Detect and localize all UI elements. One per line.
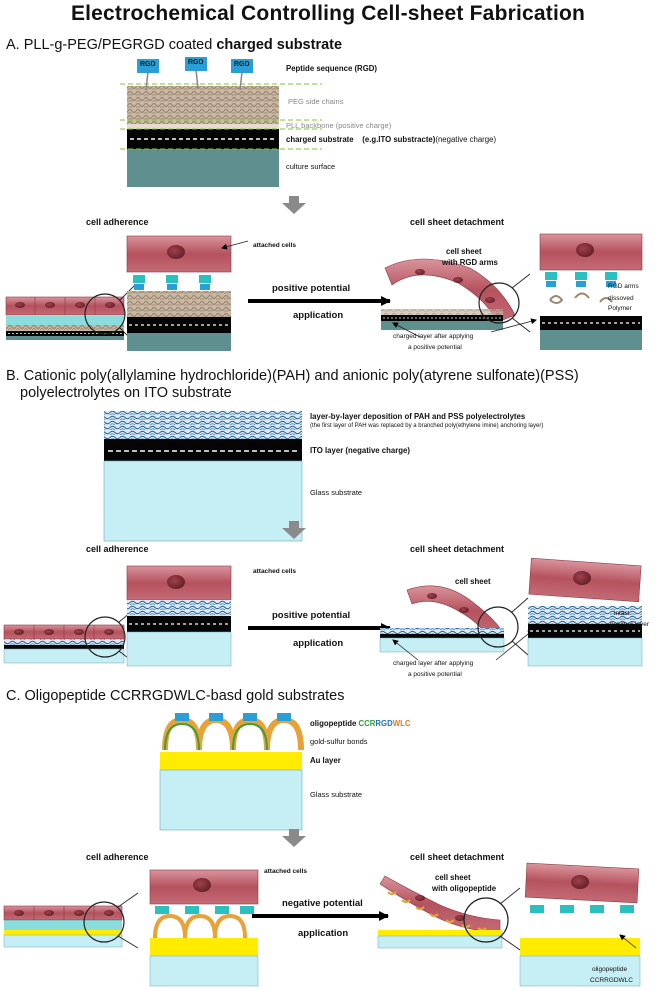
page-title: Electrochemical Controlling Cell-sheet F…	[70, 2, 586, 25]
b-cell-sheet-detachment-heading: cell sheet detachment	[410, 544, 505, 554]
c-cell-adherence-heading: cell adherence	[86, 852, 149, 862]
a-detachment-zoom	[539, 233, 643, 350]
a-cell-sheet-detachment-heading: cell sheet detachment	[410, 217, 505, 227]
pll-backbone-layer	[127, 124, 279, 129]
oligo-rgd: RGD	[375, 719, 393, 728]
a-adherence-zoom	[126, 235, 249, 351]
a-cell-adherence-heading: cell adherence	[86, 217, 149, 227]
b-intact-label-1: intact	[614, 610, 630, 617]
c-detachment-strip	[377, 875, 521, 951]
c-arrow-label-top: negative potential	[282, 898, 363, 909]
rgd-peptides	[137, 57, 253, 91]
a-detachment-strip	[381, 258, 537, 338]
b-intact-label-2: polymer layer	[610, 621, 650, 628]
b-arrow-label-bottom: application	[293, 638, 344, 649]
label-charged-substrate-main: charged substrate	[286, 135, 354, 144]
c-adherence-strip	[3, 892, 139, 949]
label-charged-substrate: charged substrate (e.g.ITO substracte)(n…	[286, 135, 496, 144]
section-a-heading-bold: charged substrate	[216, 37, 343, 53]
label-pll-backbone: PLL backbone (positive charge)	[286, 121, 392, 130]
c-oligopeptide-label-1: oligopeptide	[592, 966, 628, 973]
oligo-prefix: oligopeptide	[310, 719, 359, 728]
section-b-heading-line-1: B. Cationic poly(allylamine hydrochlorid…	[6, 368, 579, 384]
c-adherence-zoom	[149, 869, 259, 987]
down-arrow-a	[282, 196, 306, 214]
c-cell-sheet-label-1: cell sheet	[435, 873, 471, 882]
section-c-heading: C. Oligopeptide CCRRGDWLC-basd gold subs…	[6, 688, 345, 704]
c-attached-cells-label: attached cells	[264, 868, 307, 875]
rgd-tag-1: RGD	[140, 61, 156, 68]
b-charged-layer-label-2: a positive potential	[408, 671, 462, 678]
c-oligopeptide-label-2: CCRRGDWLC	[590, 977, 633, 984]
c-cell-sheet-label-2: with oligopeptide	[432, 884, 497, 893]
section-c-layer-stack	[159, 713, 304, 831]
b-adherence-zoom	[126, 565, 232, 667]
peg-polymer-layer	[127, 86, 279, 126]
c-detachment-zoom	[519, 862, 641, 987]
c-cell-sheet-detachment-heading: cell sheet detachment	[410, 852, 505, 862]
a-dissolved-label-1: dissoved	[608, 295, 634, 302]
section-a-layer-stack	[120, 57, 322, 187]
b-detachment-strip	[379, 585, 534, 661]
label-charged-substrate-example: (e.g.ITO substracte)	[362, 135, 436, 144]
oligo-wlc: WLC	[392, 719, 411, 728]
label-culture-surface: culture surface	[286, 162, 336, 171]
c-arrow-label-bottom: application	[298, 928, 349, 939]
section-a-heading: A. PLL-g-PEG/PEGRGD coated charged subst…	[6, 37, 342, 53]
zoom-circle	[84, 293, 126, 335]
b-detachment-zoom	[527, 557, 643, 667]
a-arrow-label-top: positive potential	[272, 283, 351, 294]
down-arrow-b	[282, 521, 306, 539]
label-lbl-deposition: layer-by-layer deposition of PAH and PSS…	[310, 412, 526, 421]
a-dissolved-label-2: Polymer	[608, 305, 632, 312]
oligopeptide-arches	[162, 713, 304, 751]
a-rgd-arms-label: RGD arms	[608, 283, 639, 290]
b-cell-sheet-label: cell sheet	[455, 577, 491, 586]
label-au-layer: Au layer	[310, 756, 341, 765]
culture-surface-layer	[127, 149, 279, 187]
label-lbl-note: (the first layer of PAH was replaced by …	[310, 423, 544, 429]
a-adherence-strip	[5, 283, 137, 345]
b-cell-adherence-heading: cell adherence	[86, 544, 149, 554]
a-charged-layer-label-2: a positive potential	[408, 344, 462, 351]
b-arrow-label-top: positive potential	[272, 610, 351, 621]
section-a-heading-prefix: A. PLL-g-PEG/PEGRGD coated	[6, 37, 217, 53]
a-arrow-label-bottom: application	[293, 310, 344, 321]
a-attached-cells-label: attached cells	[253, 242, 296, 249]
oligo-ccr: CCR	[358, 719, 376, 728]
a-cell-sheet-label-2: with RGD arms	[442, 258, 498, 267]
label-peptide-sequence: Peptide sequence (RGD)	[286, 64, 377, 73]
a-cell-sheet-label-1: cell sheet	[446, 247, 482, 256]
a-charged-layer-label-1: charged layer after applying	[393, 333, 474, 340]
down-arrow-c	[282, 829, 306, 847]
section-b-layer-stack	[103, 411, 303, 542]
label-gold-sulfur-bonds: gold-sulfur bonds	[310, 737, 368, 746]
label-glass-substrate-c: Glass substrate	[310, 790, 363, 799]
label-oligopeptide-sequence: oligopeptide CCRRGDWLC	[310, 719, 411, 728]
rgd-tag-2: RGD	[188, 59, 204, 66]
label-peg-side-chains: PEG side chains	[288, 97, 344, 106]
b-charged-layer-label-1: charged layer after applying	[393, 660, 474, 667]
label-ito-layer: ITO layer (negative charge)	[310, 446, 410, 455]
section-b-heading-line-2: polyelectrolytes on ITO substrate	[20, 385, 232, 401]
rgd-tag-3: RGD	[234, 61, 250, 68]
b-adherence-strip	[3, 607, 137, 665]
label-glass-substrate-b: Glass substrate	[310, 488, 363, 497]
b-attached-cells-label: attached cells	[253, 568, 296, 575]
label-charged-substrate-charge: (negative charge)	[435, 135, 497, 144]
